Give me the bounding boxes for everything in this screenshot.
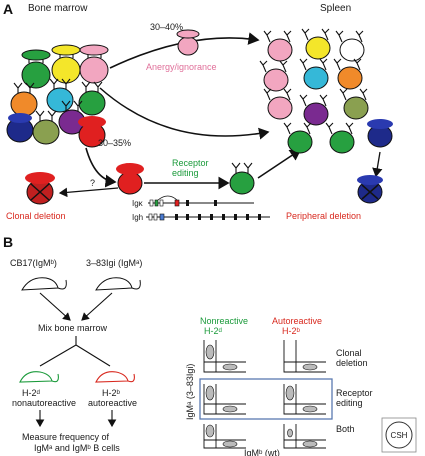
editing-label: editing <box>172 168 199 178</box>
pct-anergy-label: 30–40% <box>150 22 183 32</box>
igh-locus <box>146 213 270 221</box>
nonautoreactive-label: nonautoreactive <box>12 398 76 408</box>
bone-marrow-title: Bone marrow <box>28 3 88 14</box>
deleted-cell <box>25 172 55 205</box>
arrow-strain1-mix <box>39 292 71 321</box>
panel-a-letter: A <box>3 1 13 17</box>
anergy-label: Anergy/ignorance <box>146 62 217 72</box>
arrow-peripheral-deletion <box>372 151 383 178</box>
igk-label: Igκ <box>132 199 144 208</box>
col-nonreactive-label: Nonreactive <box>200 316 248 326</box>
arrow-split <box>39 336 111 367</box>
autoreactive-label: autoreactive <box>88 398 137 408</box>
col-nonreactive-h2: H-2ᵈ <box>204 326 223 336</box>
igh-label: Igh <box>132 213 143 222</box>
clonal-deletion-label: Clonal deletion <box>6 211 66 221</box>
col-autoreactive-h2: H-2ᵇ <box>282 326 301 336</box>
row2-label-b: editing <box>336 398 363 408</box>
h2d-label: H-2ᵈ <box>22 388 41 398</box>
h2b-label: H-2ᵇ <box>102 388 121 398</box>
facs-populations <box>205 344 318 413</box>
mouse-strain2 <box>95 277 141 291</box>
arrow-autoreactive <box>85 147 117 188</box>
facs-row3-populations <box>205 424 318 448</box>
panel-b-letter: B <box>3 234 13 250</box>
mouse-h2b <box>95 371 135 383</box>
question-mark: ? <box>90 178 95 188</box>
receptor-editing-highlight-box <box>199 378 333 420</box>
arrow-to-spleen <box>257 149 302 179</box>
pct-editing-label: 30–35% <box>98 138 131 148</box>
x-axis-label: IgMᵇ (wt) <box>244 448 280 456</box>
receptor-label: Receptor <box>172 158 209 168</box>
peripherally-deleted-cell <box>357 175 383 204</box>
arrow-clonal-deletion <box>58 187 119 198</box>
anergy-cell <box>176 29 200 56</box>
row1-label-a: Clonal <box>336 348 362 358</box>
spleen-cells <box>259 28 393 154</box>
csh-logo: CSH <box>381 417 417 453</box>
mix-label: Mix bone marrow <box>38 323 108 333</box>
measure-line2: IgMᵃ and IgMᵇ B cells <box>34 443 120 453</box>
row3-label: Both <box>336 424 355 434</box>
measure-line1: Measure frequency of <box>22 432 110 442</box>
facs-row3 <box>203 424 326 449</box>
row1-label-b: deletion <box>336 358 368 368</box>
igk-locus <box>148 195 254 207</box>
spleen-title: Spleen <box>320 3 351 14</box>
strain1-label: CB17(IgMᵇ) <box>10 258 57 268</box>
autoreactive-cell <box>116 163 144 195</box>
mouse-h2d <box>19 371 59 383</box>
facs-plots <box>203 340 326 415</box>
arrow-spleen-direct <box>99 87 270 140</box>
mouse-strain1 <box>21 277 67 291</box>
bone-marrow-cells <box>6 44 109 148</box>
arrow-strain2-mix <box>81 292 113 321</box>
edited-cell <box>229 162 255 195</box>
strain2-label: 3–83Igi (IgMᵃ) <box>86 258 142 268</box>
peripheral-deletion-label: Peripheral deletion <box>286 211 361 221</box>
y-axis-label: IgMᵃ (3–83Igi) <box>185 364 195 420</box>
col-autoreactive-label: Autoreactive <box>272 316 322 326</box>
row2-label-a: Receptor <box>336 388 373 398</box>
csh-logo-text: CSH <box>391 431 408 440</box>
